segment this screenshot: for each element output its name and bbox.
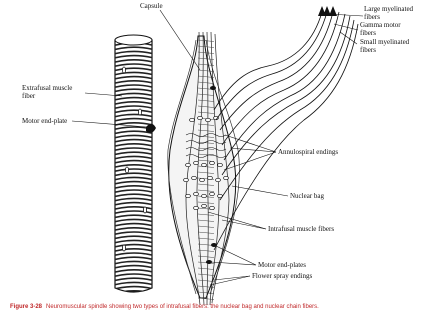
nucleus [194, 192, 199, 195]
label-gamma-motor-fibers: Gamma motor fibers [360, 21, 401, 37]
nucleus [192, 176, 197, 179]
nucleus [208, 176, 213, 179]
label-small-myelinated-fibers: Small myelinated fibers [360, 38, 409, 54]
label-capsule: Capsule [140, 2, 163, 10]
nucleus [194, 206, 199, 209]
extrafusal-muscle-fiber [112, 35, 156, 294]
label-large-myelinated-fibers: Large myelinated fibers [364, 5, 413, 21]
nucleus [200, 178, 205, 181]
nucleus [218, 163, 223, 166]
nucleus [210, 192, 215, 195]
nucleus [202, 194, 207, 197]
label-motor-end-plates: Motor end-plates [258, 261, 306, 269]
caption-text: Neuromuscular spindle showing two types … [46, 304, 319, 310]
figure-caption: Figure 3-28 Neuromuscular spindle showing… [10, 304, 430, 311]
nerve-fiber-bundle [214, 12, 358, 250]
nucleus [224, 176, 229, 179]
label-motor-end-plate: Motor end-plate [22, 117, 67, 125]
nucleus [194, 161, 199, 164]
nucleus [184, 178, 189, 181]
nucleus [190, 118, 195, 121]
nucleus [202, 163, 207, 166]
nucleus [210, 206, 215, 209]
nucleus [202, 204, 207, 207]
nucleus [198, 116, 203, 119]
nucleus [210, 161, 215, 164]
nucleus [186, 163, 191, 166]
label-intrafusal-muscle-fibers: Intrafusal muscle fibers [268, 225, 334, 233]
figure-number: Figure 3-28 [10, 304, 42, 310]
label-nuclear-bag: Nuclear bag [290, 192, 324, 200]
nucleus [206, 118, 211, 121]
label-extrafusal-muscle-fiber: Extrafusal muscle fiber [22, 84, 72, 100]
nucleus [216, 178, 221, 181]
label-annulospiral-endings: Annulospiral endings [278, 148, 338, 156]
label-flower-spray-endings: Flower spray endings [252, 272, 312, 280]
nucleus [186, 194, 191, 197]
